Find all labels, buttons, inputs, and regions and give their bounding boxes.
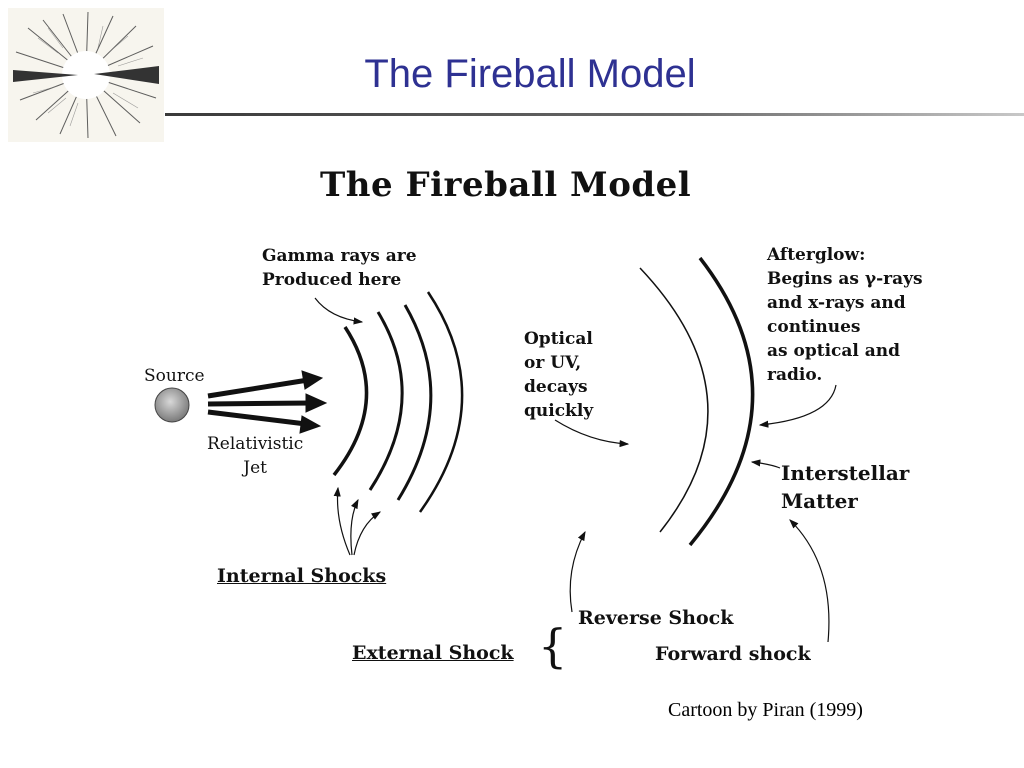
gamma-rays-label: Gamma rays are Produced here [262,244,417,292]
relativistic-jet-label: Relativistic Jet [207,432,303,480]
afterglow-label-line: Begins as γ-rays [767,269,923,289]
afterglow-label-line: as optical and [767,341,901,361]
grb-logo-image [8,8,164,142]
jet-arrows [207,370,328,434]
afterglow-label-line: Afterglow: [767,245,866,265]
internal-shocks-label: Internal Shocks [217,565,387,587]
external-shock-shells [639,256,755,547]
gamma-rays-label-line: Gamma rays are [262,246,417,266]
diagram-title: The Fireball Model [320,165,692,205]
optical-uv-label: Optical or UV, decays quickly [524,327,593,423]
interstellar-matter-label: Interstellar Matter [781,459,909,515]
external-shock-label: External Shock [352,642,514,664]
optical-uv-label-line: Optical [524,329,593,349]
reverse-shock-label: Reverse Shock [578,607,734,629]
optical-uv-label-line: or UV, [524,353,582,373]
external-shock-brace: { [538,619,568,673]
interstellar-matter-label-line: Matter [781,489,858,513]
gamma-rays-label-line: Produced here [262,270,402,290]
interstellar-matter-label-line: Interstellar [781,461,910,485]
forward-shock-label: Forward shock [655,643,811,665]
source-label: Source [144,366,205,386]
relativistic-jet-label-line: Jet [243,458,267,478]
afterglow-label-line: continues [767,317,861,337]
afterglow-label-line: radio. [767,365,823,385]
afterglow-label-line: and x-rays and [767,293,906,313]
internal-shock-shells [332,291,464,513]
afterglow-label: Afterglow: Begins as γ-rays and x-rays a… [767,243,923,387]
title-divider [165,113,1024,116]
optical-uv-label-line: quickly [524,401,594,421]
relativistic-jet-label-line: Relativistic [207,434,304,454]
slide-title: The Fireball Model [364,52,696,96]
annotation-arrows [314,297,837,643]
source-sphere [154,387,190,423]
optical-uv-label-line: decays [524,377,588,397]
caption: Cartoon by Piran (1999) [668,699,863,721]
